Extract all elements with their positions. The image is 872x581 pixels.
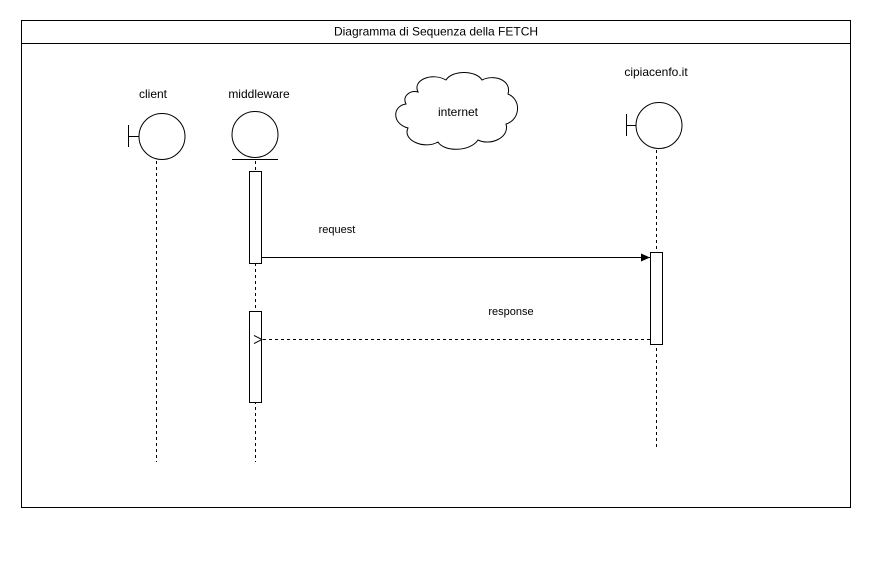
request-label: request bbox=[319, 224, 356, 236]
middleware-activation-request bbox=[249, 171, 262, 264]
server-activation bbox=[650, 252, 663, 345]
boundary-icon bbox=[626, 102, 683, 149]
entity-icon bbox=[231, 111, 279, 160]
diagram-frame bbox=[21, 20, 851, 508]
participant-server-label: cipiacenfo.it bbox=[624, 65, 688, 79]
cloud-icon bbox=[395, 72, 518, 150]
participant-middleware-label: middleware bbox=[228, 87, 290, 101]
boundary-icon bbox=[128, 113, 186, 160]
diagram-title: Diagramma di Sequenza della FETCH bbox=[334, 25, 538, 39]
cloud-label: internet bbox=[438, 105, 479, 119]
response-label: response bbox=[488, 306, 533, 318]
participant-client-label: client bbox=[139, 87, 168, 101]
middleware-activation-response bbox=[249, 311, 262, 403]
